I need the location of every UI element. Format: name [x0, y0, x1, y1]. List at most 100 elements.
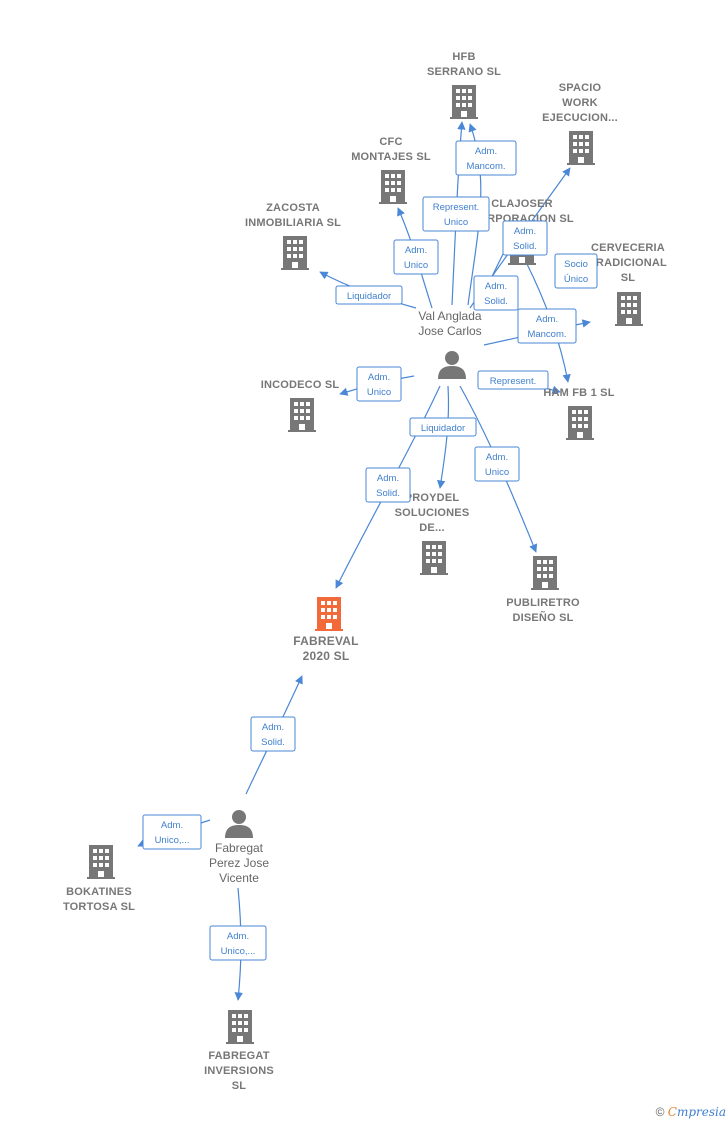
relation-box: [409, 417, 477, 437]
relation-text: Liquidador: [421, 423, 465, 434]
brand-logo-first: C: [667, 1105, 677, 1119]
node-label-cfc-0: CFC: [379, 136, 402, 148]
building-icon: [315, 597, 343, 631]
relation-text: Unico: [444, 217, 468, 228]
relation-box: [422, 196, 490, 232]
node-zacosta[interactable]: ZACOSTA INMOBILIARIA SL: [245, 202, 341, 270]
relation-text: Unico: [485, 467, 509, 478]
relation-text: Adm.: [486, 452, 508, 463]
relation-label-13[interactable]: Adm. Solid.: [250, 716, 296, 752]
relation-box: [356, 366, 402, 402]
relation-label-0[interactable]: Adm.Mancom.: [455, 140, 517, 176]
node-ham[interactable]: HAM FB 1 SL: [543, 387, 615, 440]
relation-label-14[interactable]: Adm. Unico,...: [142, 814, 202, 850]
node-label-fabregat_i-1: INVERSIONS: [204, 1065, 274, 1077]
relation-label-11[interactable]: Adm.Solid.: [365, 467, 411, 503]
node-label-cerveceria-2: SL: [621, 272, 636, 284]
relation-box: [474, 446, 520, 482]
relation-text: Adm.: [262, 722, 284, 733]
relation-text: Mancom.: [466, 161, 505, 172]
node-label-publiretro-0: PUBLIRETRO: [506, 597, 580, 609]
relation-text: Represent.: [490, 376, 536, 387]
relation-text: Solid.: [261, 737, 285, 748]
relation-label-1[interactable]: Represent.Unico: [422, 196, 490, 232]
node-clajoser[interactable]: CLAJOSER CORPORACION SL: [470, 198, 574, 265]
relation-text: Solid.: [513, 241, 537, 252]
building-icon: [379, 170, 407, 204]
node-label-zacosta-0: ZACOSTA: [266, 202, 320, 214]
relation-text: Adm.: [377, 473, 399, 484]
relation-text: Unico,...: [221, 946, 256, 957]
node-label-fabregat_i-2: SL: [232, 1080, 247, 1092]
relation-text: Adm.: [368, 372, 390, 383]
relation-label-3[interactable]: Adm.Unico: [393, 239, 439, 275]
building-icon: [87, 845, 115, 879]
node-label-fabregat_p-1: Perez Jose: [209, 856, 269, 870]
person-icon: [225, 810, 253, 838]
relation-label-7[interactable]: Adm.Mancom.: [517, 308, 577, 344]
building-icon: [288, 398, 316, 432]
relation-text: Adm.: [227, 931, 249, 942]
relation-box: [455, 140, 517, 176]
relation-text: Adm.: [161, 820, 183, 831]
node-label-hfb-0: HFB: [452, 51, 475, 63]
relation-text: Adm.: [536, 314, 558, 325]
node-cerveceria[interactable]: CERVECERIA TRADICIONAL SL: [589, 242, 667, 326]
building-icon: [420, 541, 448, 575]
building-icon: [615, 292, 643, 326]
relation-label-5[interactable]: Liquidador: [335, 285, 403, 305]
building-icon: [226, 1010, 254, 1044]
node-label-fabreval-1: 2020 SL: [303, 649, 350, 663]
node-label-ham-0: HAM FB 1 SL: [543, 387, 614, 399]
node-label-cerveceria-0: CERVECERIA: [591, 242, 665, 254]
node-label-proydel-2: DE...: [419, 522, 444, 534]
relation-label-9[interactable]: Represent.: [477, 370, 549, 390]
person-icon: [438, 351, 466, 379]
node-label-cerveceria-1: TRADICIONAL: [589, 257, 667, 269]
relation-label-15[interactable]: Adm. Unico,...: [209, 925, 267, 961]
node-label-proydel-1: SOLUCIONES: [395, 507, 470, 519]
node-cfc[interactable]: CFC MONTAJES SL: [351, 136, 431, 204]
node-label-cfc-1: MONTAJES SL: [351, 151, 431, 163]
node-proydel[interactable]: PROYDELSOLUCIONESDE...: [395, 492, 470, 575]
relation-text: Único: [564, 274, 588, 285]
relation-label-6[interactable]: Adm.Solid.: [473, 275, 519, 311]
relation-text: Adm.: [485, 281, 507, 292]
node-label-fabregat_p-2: Vicente: [219, 871, 259, 885]
node-label-val-0: Val Anglada: [418, 309, 481, 323]
relation-box: [393, 239, 439, 275]
relation-box: [335, 285, 403, 305]
copyright-symbol: ©: [655, 1105, 665, 1119]
building-icon: [567, 131, 595, 165]
relation-box: [142, 814, 202, 850]
building-icon: [531, 556, 559, 590]
relation-text: Adm.: [514, 226, 536, 237]
node-label-clajoser-1: CORPORACION SL: [470, 213, 574, 225]
node-label-incodeco-0: INCODECO SL: [261, 379, 340, 391]
node-label-clajoser-0: CLAJOSER: [491, 198, 553, 210]
node-label-spacio-0: SPACIO: [559, 82, 602, 94]
relation-label-10[interactable]: Liquidador: [409, 417, 477, 437]
building-icon: [450, 85, 478, 119]
node-label-zacosta-1: INMOBILIARIA SL: [245, 217, 341, 229]
node-spacio[interactable]: SPACIOWORKEJECUCION...: [542, 82, 618, 165]
relation-label-12[interactable]: Adm. Unico: [474, 446, 520, 482]
relation-label-2[interactable]: Adm. Solid.: [502, 220, 548, 256]
relation-text: Unico: [404, 260, 428, 271]
relation-text: Socio: [564, 259, 588, 270]
node-incodeco[interactable]: INCODECO SL: [261, 379, 340, 432]
relation-box: [517, 308, 577, 344]
relation-text: Unico,...: [155, 835, 190, 846]
node-label-bokatines-1: TORTOSA SL: [63, 901, 135, 913]
relation-box: [477, 370, 549, 390]
relation-label-8[interactable]: Adm.Unico: [356, 366, 402, 402]
